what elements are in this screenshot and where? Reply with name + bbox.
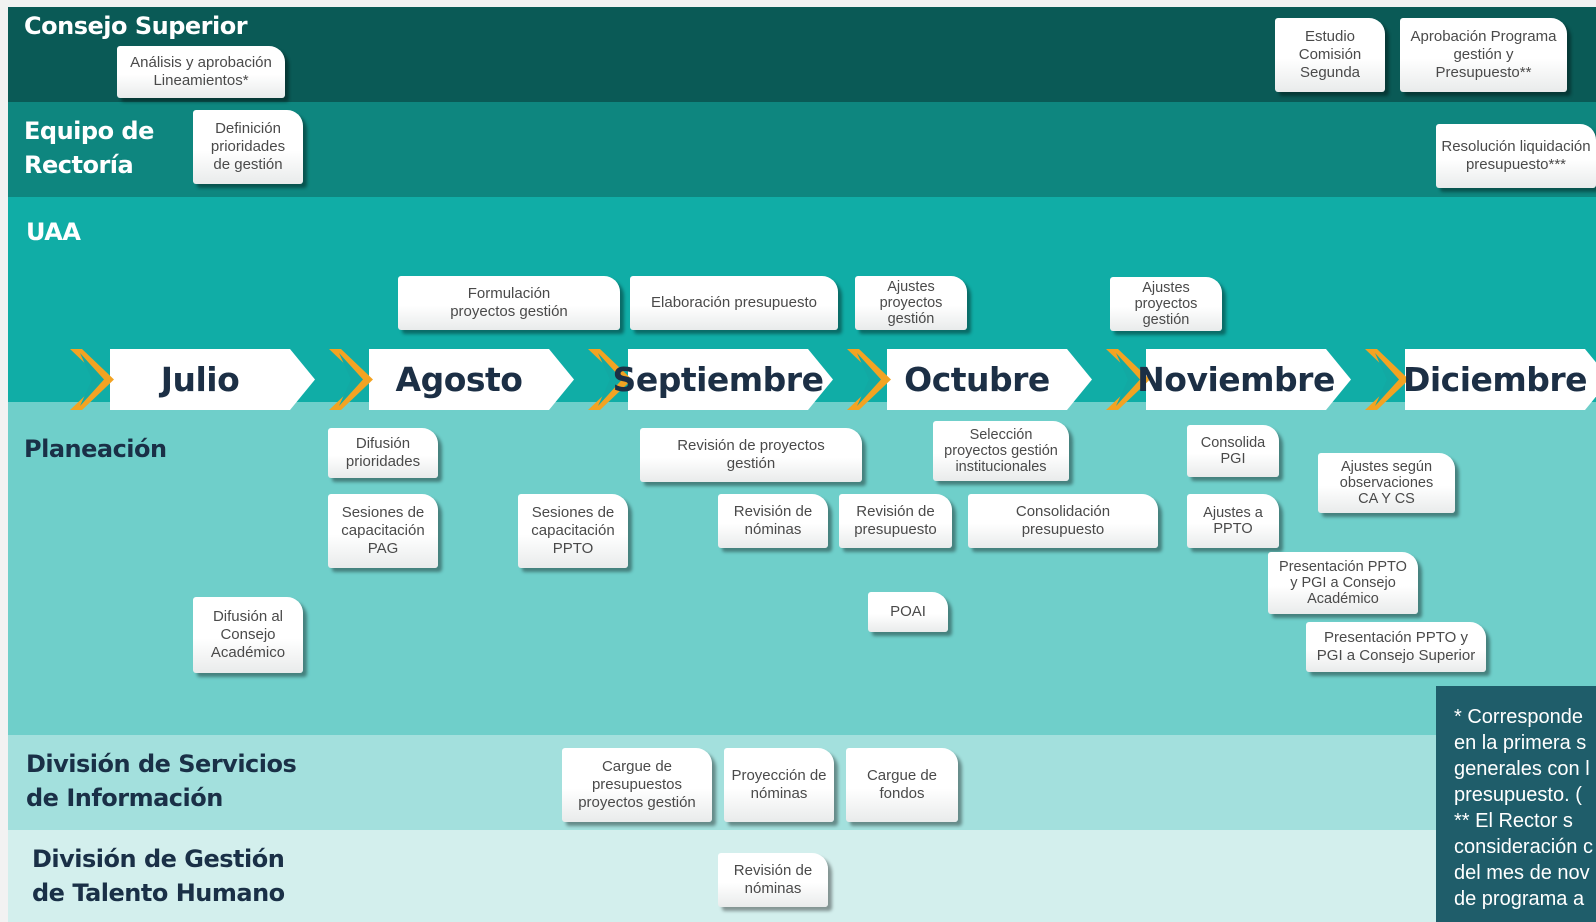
lane-title-division-talento-humano: División de Gestión de Talento Humano (32, 845, 285, 907)
month-arrow-shape (1365, 349, 1596, 410)
month-arrow-shape (70, 349, 315, 410)
task-sesiones-capacitacion-ppto: Sesiones de capacitación PPTO (518, 494, 628, 568)
task-seleccion-proyectos-institucionales: Selección proyectos gestión instituciona… (933, 421, 1069, 481)
task-consolida-pgi: Consolida PGI (1187, 425, 1279, 477)
task-revision-nominas-talento-humano: Revisión de nóminas (718, 853, 828, 907)
task-formulacion-proyectos-gestion: Formulación proyectos gestión (398, 276, 620, 330)
task-ajustes-segun-observaciones: Ajustes según observaciones CA Y CS (1318, 453, 1455, 513)
task-cargue-presupuestos-proyectos: Cargue de presupuestos proyectos gestión (562, 748, 712, 822)
task-cargue-fondos: Cargue de fondos (846, 748, 958, 822)
task-ajustes-proyectos-gestion-noviembre: Ajustes proyectos gestión (1110, 277, 1222, 331)
month-diciembre: Diciembre (1365, 349, 1596, 410)
month-julio: Julio (70, 349, 315, 410)
task-elaboracion-presupuesto: Elaboración presupuesto (630, 276, 838, 330)
lane-title-consejo-superior: Consejo Superior (24, 12, 248, 40)
task-resolucion-liquidacion-presupuesto: Resolución liquidación presupuesto*** (1436, 124, 1596, 188)
month-octubre: Octubre (847, 349, 1092, 410)
task-presentacion-ppto-consejo-academico: Presentación PPTO y PGI a Consejo Académ… (1268, 552, 1418, 614)
month-arrow-shape (847, 349, 1092, 410)
task-revision-proyectos-gestion: Revisión de proyectos gestión (640, 428, 862, 482)
lane-title-planeacion: Planeación (24, 435, 167, 463)
task-difusion-prioridades: Difusión prioridades (328, 428, 438, 478)
month-label-diciembre: Diciembre (1402, 360, 1588, 399)
month-arrow-shape (588, 349, 833, 410)
task-ajustes-proyectos-gestion-octubre: Ajustes proyectos gestión (855, 276, 967, 330)
task-poai: POAI (868, 592, 948, 632)
month-arrow-shape (329, 349, 574, 410)
task-ajustes-a-ppto: Ajustes a PPTO (1187, 494, 1279, 548)
month-arrow-shape (1106, 349, 1351, 410)
month-label-julio: Julio (160, 360, 240, 399)
month-label-agosto: Agosto (395, 360, 523, 399)
footnote-panel: * Corresponde en la primera s generales … (1436, 686, 1596, 922)
task-proyeccion-nominas: Proyección de nóminas (724, 748, 834, 822)
task-presentacion-ppto-consejo-superior: Presentación PPTO y PGI a Consejo Superi… (1306, 622, 1486, 672)
task-analisis-aprobacion-lineamientos: Análisis y aprobación Lineamientos* (117, 46, 285, 98)
month-label-septiembre: Septiembre (612, 360, 824, 399)
task-revision-nominas-planeacion: Revisión de nóminas (718, 494, 828, 548)
lane-title-uaa: UAA (26, 218, 81, 246)
task-consolidacion-presupuesto: Consolidación presupuesto (968, 494, 1158, 548)
month-noviembre: Noviembre (1106, 349, 1351, 410)
task-difusion-consejo-academico: Difusión al Consejo Académico (193, 597, 303, 673)
task-estudio-comision-segunda: Estudio Comisión Segunda (1275, 18, 1385, 92)
month-agosto: Agosto (329, 349, 574, 410)
task-sesiones-capacitacion-pag: Sesiones de capacitación PAG (328, 494, 438, 568)
lane-title-equipo-rectoria: Equipo de Rectoría (24, 117, 154, 179)
month-label-octubre: Octubre (904, 360, 1050, 399)
month-septiembre: Septiembre (588, 349, 833, 410)
task-revision-presupuesto: Revisión de presupuesto (839, 494, 952, 548)
month-label-noviembre: Noviembre (1137, 360, 1335, 399)
task-aprobacion-programa-presupuesto: Aprobación Programa gestión y Presupuest… (1400, 18, 1567, 92)
task-definicion-prioridades: Definición prioridades de gestión (193, 110, 303, 184)
lane-title-division-servicios-informacion: División de Servicios de Información (26, 750, 297, 812)
